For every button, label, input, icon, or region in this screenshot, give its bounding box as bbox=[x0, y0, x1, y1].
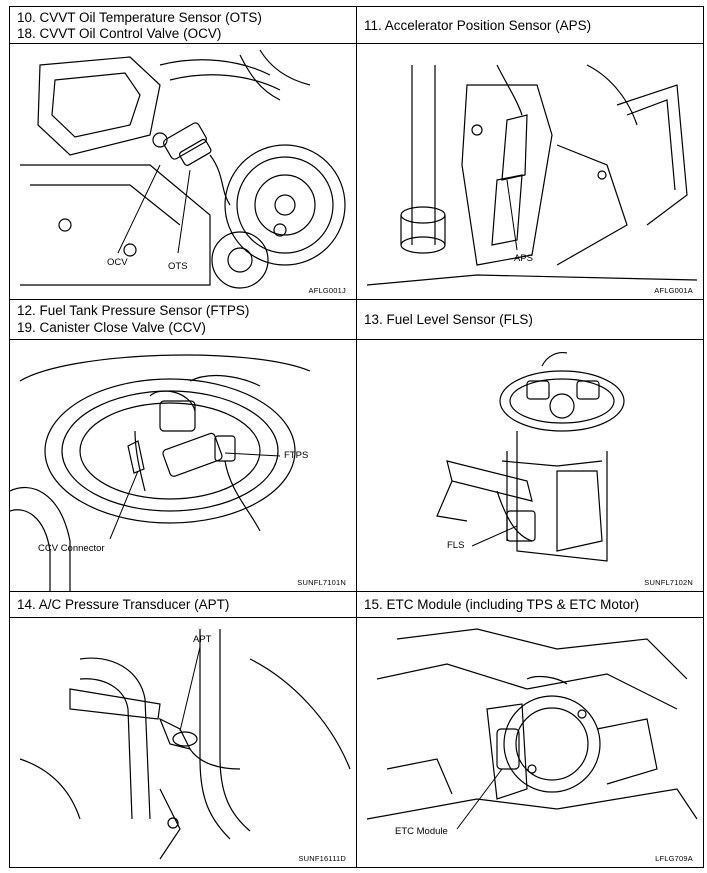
callout-ftps: FTPS bbox=[284, 450, 309, 461]
callout-ccv-connector: CCV Connector bbox=[38, 543, 105, 554]
ac-line-illustration bbox=[19, 629, 351, 860]
panel-title-line: 18. CVVT Oil Control Valve (OCV) bbox=[17, 26, 222, 41]
pedal-sensor-illustration bbox=[366, 64, 698, 286]
panel-etc-figure: ETC Module LFLG709A bbox=[357, 619, 703, 867]
panel-etc-header: 15. ETC Module (including TPS & ETC Moto… bbox=[357, 592, 703, 618]
callout-aps: APS bbox=[514, 253, 534, 264]
panel-title-line: 12. Fuel Tank Pressure Sensor (FTPS) bbox=[17, 303, 250, 318]
callout-apt: APT bbox=[193, 634, 212, 645]
panel-fls-header: 13. Fuel Level Sensor (FLS) bbox=[357, 300, 703, 340]
panel-ftps-ccv-header: 12. Fuel Tank Pressure Sensor (FTPS) 19.… bbox=[10, 300, 356, 340]
callout-etc-module: ETC Module bbox=[395, 826, 448, 837]
panel-title-line: 13. Fuel Level Sensor (FLS) bbox=[364, 312, 533, 327]
row-divider bbox=[10, 591, 703, 592]
panel-title-line: 19. Canister Close Valve (CCV) bbox=[17, 320, 206, 335]
engine-sensor-illustration bbox=[20, 49, 346, 289]
column-divider bbox=[356, 7, 357, 867]
figure-code: SUNFL7102N bbox=[644, 578, 693, 587]
panel-ots-ocv-header: 10. CVVT Oil Temperature Sensor (OTS) 18… bbox=[10, 7, 356, 44]
row-divider bbox=[10, 299, 703, 300]
panel-title-line: 14. A/C Pressure Transducer (APT) bbox=[17, 597, 230, 612]
figure-code: SUNF16111D bbox=[298, 854, 346, 863]
fuel-tank-illustration bbox=[10, 354, 311, 591]
figure-code: LFLG709A bbox=[655, 854, 693, 863]
panel-aps-figure: APS AFLG001A bbox=[357, 45, 703, 299]
panel-aps-header: 11. Accelerator Position Sensor (APS) bbox=[357, 7, 703, 44]
panel-title-line: 11. Accelerator Position Sensor (APS) bbox=[364, 18, 592, 33]
callout-fls: FLS bbox=[447, 540, 465, 551]
diagram-sheet: 10. CVVT Oil Temperature Sensor (OTS) 18… bbox=[9, 6, 704, 868]
figure-code: AFLG001A bbox=[654, 286, 693, 295]
panel-title-line: 15. ETC Module (including TPS & ETC Moto… bbox=[364, 597, 640, 612]
figure-code: AFLG001J bbox=[308, 286, 346, 295]
callout-ots: OTS bbox=[168, 261, 188, 272]
panel-apt-header: 14. A/C Pressure Transducer (APT) bbox=[10, 592, 356, 618]
panel-ots-ocv-figure: OCV OTS AFLG001J bbox=[10, 45, 356, 299]
panel-ftps-ccv-figure: FTPS CCV Connector SUNFL7101N bbox=[10, 341, 356, 591]
callout-ocv: OCV bbox=[107, 257, 128, 268]
panel-apt-figure: APT SUNF16111D bbox=[10, 619, 356, 867]
figure-code: SUNFL7101N bbox=[297, 578, 346, 587]
throttle-body-illustration bbox=[366, 628, 698, 830]
panel-title-line: 10. CVVT Oil Temperature Sensor (OTS) bbox=[17, 10, 262, 25]
panel-fls-figure: FLS SUNFL7102N bbox=[357, 341, 703, 591]
fuel-pump-illustration bbox=[436, 351, 625, 562]
